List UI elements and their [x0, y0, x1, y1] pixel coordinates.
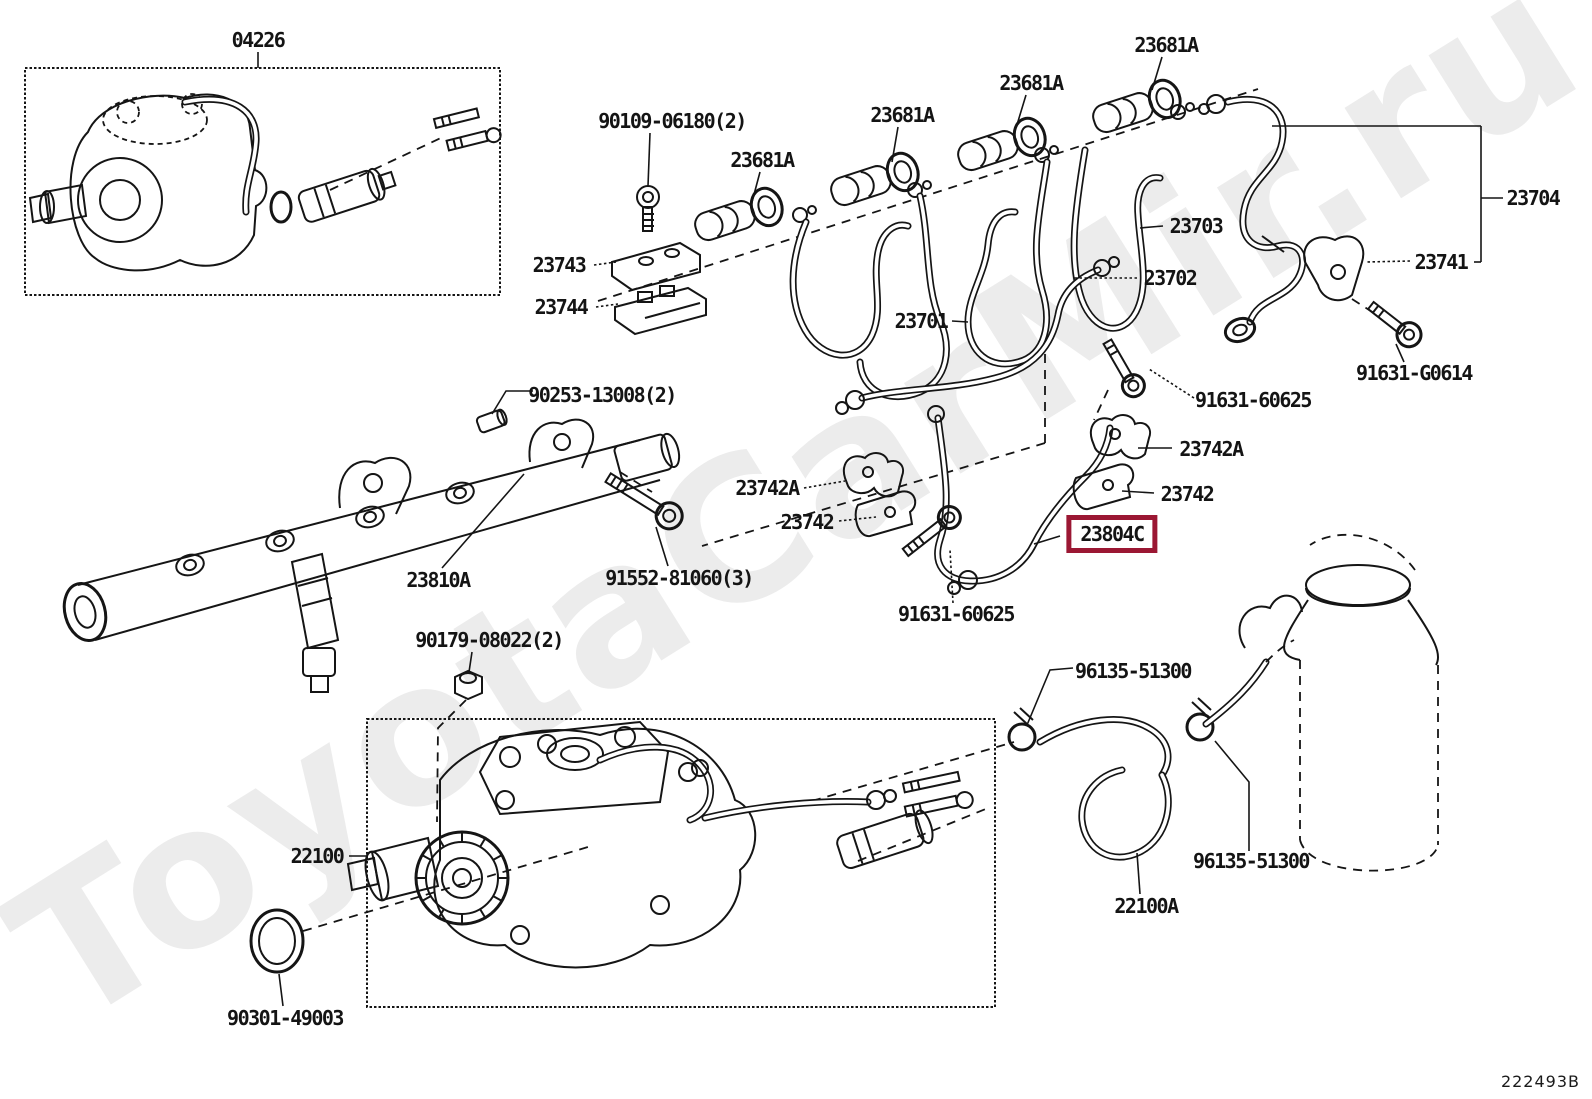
part-label-91631-60625-r[interactable]: 91631-60625	[1195, 388, 1312, 412]
part-label-90253-13008[interactable]: 90253-13008(2)	[528, 383, 677, 407]
diagram-code: 222493B	[1500, 1072, 1580, 1091]
watermark-text: ToyotaCarMir.ru	[0, 0, 1592, 1069]
rail-sensor	[290, 552, 340, 693]
fuel-filter	[1238, 533, 1440, 872]
part-label-91552-81060[interactable]: 91552-81060(3)	[605, 566, 754, 590]
part-label-23742a-l[interactable]: 23742A	[735, 476, 800, 500]
part-label-23804c[interactable]: 23804C	[1066, 515, 1158, 553]
nut-90179	[454, 669, 483, 701]
pipe-clamp-23742-right	[1072, 463, 1135, 511]
part-label-23744[interactable]: 23744	[534, 295, 589, 319]
fuel-rail	[62, 418, 681, 693]
hose-clamp-96135-a	[1007, 722, 1037, 752]
part-label-23743[interactable]: 23743	[532, 253, 587, 277]
part-label-23704[interactable]: 23704	[1506, 186, 1561, 210]
part-label-23742a-r[interactable]: 23742A	[1179, 437, 1244, 461]
pump-studs	[901, 770, 974, 818]
part-label-23681a-2[interactable]: 23681A	[870, 103, 935, 127]
leader-lines	[257, 52, 1503, 1007]
suction-control-valve	[297, 167, 397, 223]
pump-gear	[414, 830, 510, 926]
clamp-block-23744	[614, 285, 707, 336]
stud-bolts	[432, 107, 502, 152]
fuel-hose-23704	[1198, 94, 1307, 344]
part-label-23741[interactable]: 23741	[1414, 250, 1469, 274]
part-label-23701[interactable]: 23701	[894, 309, 949, 333]
fuel-hoses	[1007, 639, 1295, 861]
hose-clamp-23741	[1303, 235, 1365, 302]
part-label-23703[interactable]: 23703	[1169, 214, 1224, 238]
injection-pipes	[789, 146, 1164, 595]
bolt-91631-bottom	[901, 505, 962, 558]
bolt-91631-g0614	[1366, 300, 1423, 349]
pipe-clamp-23742a-left	[842, 452, 904, 498]
part-label-23742-l[interactable]: 23742	[780, 510, 835, 534]
part-label-23681a-1[interactable]: 23681A	[730, 148, 795, 172]
hose-clamp-96135-b	[1185, 712, 1215, 742]
bolt-91631-right	[1102, 338, 1146, 399]
pipe-clamp-23742a-right	[1089, 414, 1151, 460]
part-label-91631-g0614[interactable]: 91631-G0614	[1356, 361, 1473, 385]
pump-kit-box	[24, 67, 502, 296]
o-ring-90301	[249, 908, 305, 974]
supply-pump-box	[346, 718, 996, 1008]
clamp-block-23743	[611, 241, 701, 292]
part-label-96135-51300-a[interactable]: 96135-51300	[1075, 659, 1192, 683]
part-label-91631-60625-b[interactable]: 91631-60625	[898, 602, 1015, 626]
part-label-23681a-3[interactable]: 23681A	[999, 71, 1064, 95]
part-label-90179-08022[interactable]: 90179-08022(2)	[415, 628, 564, 652]
part-label-04226[interactable]: 04226	[231, 28, 286, 52]
bolt-91552	[604, 472, 684, 531]
spacer-90253	[475, 408, 508, 434]
pump-valve	[836, 809, 934, 870]
part-label-23681a-4[interactable]: 23681A	[1134, 33, 1199, 57]
bolt-90109	[636, 185, 660, 232]
o-ring-small	[269, 190, 293, 224]
part-label-22100a[interactable]: 22100A	[1114, 894, 1179, 918]
part-label-90109-06180[interactable]: 90109-06180(2)	[598, 109, 747, 133]
injector-sleeves	[694, 78, 1195, 242]
part-label-90301-49003[interactable]: 90301-49003	[227, 1006, 344, 1030]
part-label-23810a[interactable]: 23810A	[406, 568, 471, 592]
part-label-96135-51300-b[interactable]: 96135-51300	[1193, 849, 1310, 873]
part-label-23742-r[interactable]: 23742	[1160, 482, 1215, 506]
part-label-22100[interactable]: 22100	[290, 844, 345, 868]
part-label-23702[interactable]: 23702	[1143, 266, 1198, 290]
